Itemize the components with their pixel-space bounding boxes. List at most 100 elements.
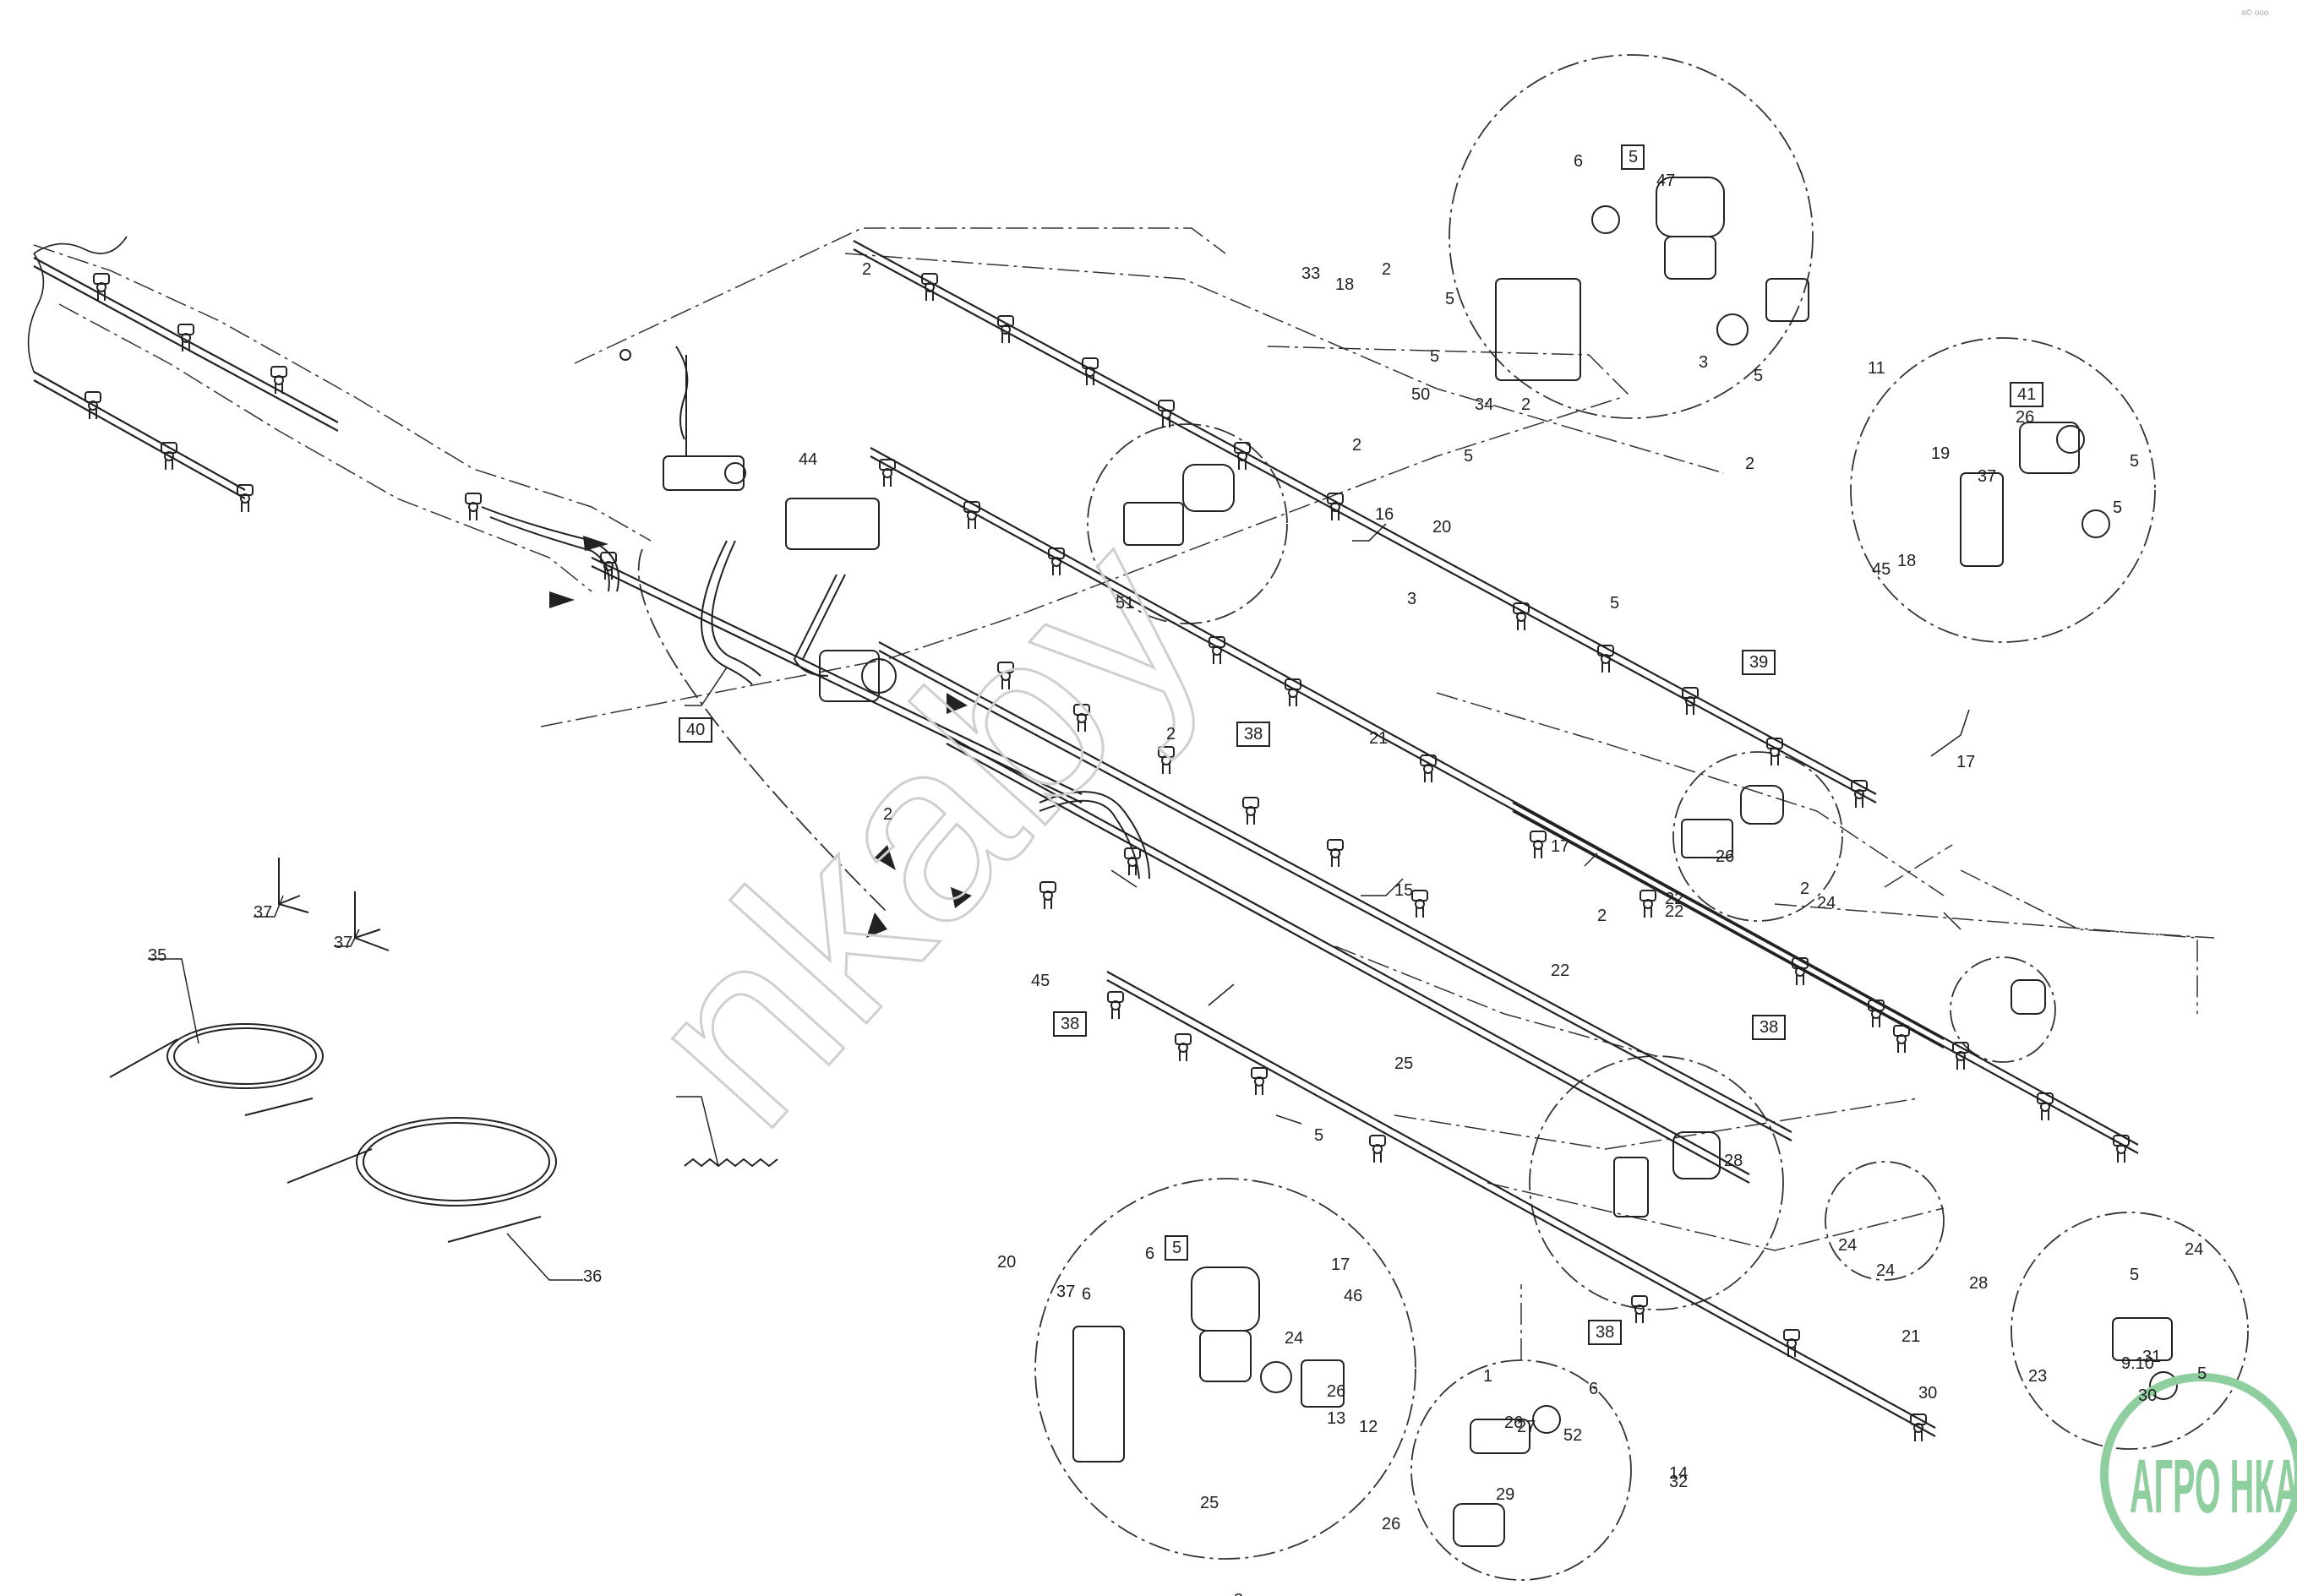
part-label: 36	[583, 1267, 602, 1286]
spring-9-10	[684, 1158, 778, 1168]
part-label: 24	[1285, 1329, 1303, 1348]
part-label: 30	[2138, 1386, 2157, 1405]
part-label: 22	[1665, 902, 1683, 921]
boxed-label-frame	[679, 717, 712, 743]
nozzle-clamps	[85, 273, 2130, 1442]
part-label: 20	[1432, 518, 1451, 537]
part-label: 31	[2142, 1348, 2161, 1366]
part-label: 20	[997, 1253, 1016, 1272]
part-label: 18	[1335, 275, 1354, 294]
part-label: 5	[1754, 367, 1763, 385]
part-label: 28	[1969, 1274, 1988, 1293]
detail-circles	[637, 54, 2249, 1581]
boxed-label-frame	[1742, 650, 1776, 675]
boxed-part-label: 41	[2017, 385, 2036, 404]
tube-break-lines	[27, 236, 128, 373]
part-label: 19	[1931, 444, 1950, 463]
part-label: 3	[1699, 353, 1708, 372]
boxed-part-label: 38	[1061, 1015, 1079, 1033]
part-label: 37	[1056, 1283, 1075, 1301]
part-label: 6	[1145, 1245, 1154, 1263]
part-label: 5	[2130, 1266, 2139, 1284]
part-label: 25	[1394, 1054, 1413, 1073]
boom-tubes	[33, 240, 2139, 1437]
part-label: 5	[2130, 452, 2139, 471]
watermark-text: nkaby	[590, 484, 1255, 1178]
boxed-label-frame	[2010, 382, 2043, 407]
boxed-label-frame	[1165, 1235, 1188, 1261]
part-label: 30	[1918, 1384, 1937, 1403]
part-label: 22	[1551, 961, 1569, 980]
part-label: 29	[1496, 1485, 1514, 1504]
part-label: 35	[148, 946, 166, 965]
part-label: 24	[2185, 1240, 2203, 1259]
part-label: 17	[1956, 753, 1975, 771]
part-label: 21	[1369, 729, 1388, 748]
part-label: 5	[2197, 1364, 2207, 1383]
valve-manifold	[619, 349, 897, 702]
part-label: 24	[1838, 1236, 1857, 1255]
part-label: 51	[1116, 594, 1134, 613]
detail-circle-mid	[1087, 423, 1288, 624]
leader-lines	[33, 227, 2215, 1360]
part-number-labels: 2222222223335555555555666661112131415161…	[148, 144, 2207, 1596]
part-label: 37	[334, 934, 352, 952]
boxed-part-label: 39	[1749, 653, 1768, 672]
part-label: 21	[1901, 1327, 1920, 1346]
part-label: 34	[1475, 395, 1493, 414]
detail-circle-right-top	[1850, 337, 2156, 643]
part-label: 3	[1234, 1591, 1243, 1596]
part-label: 6	[1082, 1285, 1091, 1304]
boxed-label-frame	[1053, 1011, 1087, 1037]
part-label: 26	[1382, 1515, 1400, 1533]
part-label: 5	[2113, 498, 2122, 517]
part-label: 18	[1897, 552, 1916, 570]
part-label: 2	[862, 260, 871, 279]
part-label: 47	[1656, 172, 1675, 190]
detail-circle-center	[1672, 751, 1843, 922]
part-label: 37	[1978, 467, 1996, 486]
agro-logo: АГРО НКА	[2100, 1373, 2297, 1576]
part-label: 2	[1166, 725, 1176, 744]
part-label: 2	[883, 805, 892, 824]
boxed-part-label: 5	[1629, 148, 1638, 166]
part-label: 16	[1375, 505, 1394, 524]
part-label: 26	[1327, 1382, 1345, 1401]
part-label: 37	[254, 903, 272, 922]
loose-parts	[109, 858, 778, 1243]
part-label: 27	[1517, 1418, 1536, 1436]
part-label: 2	[1745, 455, 1754, 473]
part-label: 50	[1411, 385, 1430, 404]
pump-sketches	[1072, 177, 2178, 1547]
detail-circle-bottom-right	[2011, 1212, 2249, 1450]
part-label: 26	[2016, 408, 2034, 427]
part-label: 33	[1301, 264, 1320, 283]
part-label: 2	[1521, 395, 1530, 414]
flow-arrows	[549, 536, 972, 938]
part-label: 2	[1800, 880, 1809, 898]
part-label: 52	[1563, 1426, 1582, 1445]
part-label: 5	[1610, 594, 1619, 613]
corner-mark: a© ooo	[2241, 8, 2269, 18]
part-label: 1	[1483, 1367, 1492, 1386]
part-label: 22	[1665, 890, 1683, 908]
boxed-part-label: 5	[1172, 1239, 1181, 1257]
detail-circle-nozzle	[1410, 1359, 1632, 1581]
tube-coil-32	[356, 1117, 557, 1207]
part-label: 13	[1327, 1409, 1345, 1428]
part-label: 14	[1669, 1464, 1688, 1483]
part-label: 28	[1724, 1152, 1743, 1170]
part-label: 24	[1817, 894, 1836, 912]
part-label: 26	[1716, 847, 1734, 866]
detail-circle-small-right	[1950, 956, 2056, 1063]
detail-circle-top	[1449, 54, 1814, 419]
boxed-label-frame	[1588, 1320, 1622, 1345]
part-label: 32	[1669, 1473, 1688, 1491]
part-label: 2	[1597, 907, 1607, 925]
part-label: 24	[1876, 1261, 1895, 1280]
part-label: 17	[1331, 1256, 1350, 1274]
hoses	[481, 346, 1150, 880]
detail-circle-small-bottom	[1825, 1161, 1945, 1281]
part-label: 46	[1344, 1287, 1362, 1305]
